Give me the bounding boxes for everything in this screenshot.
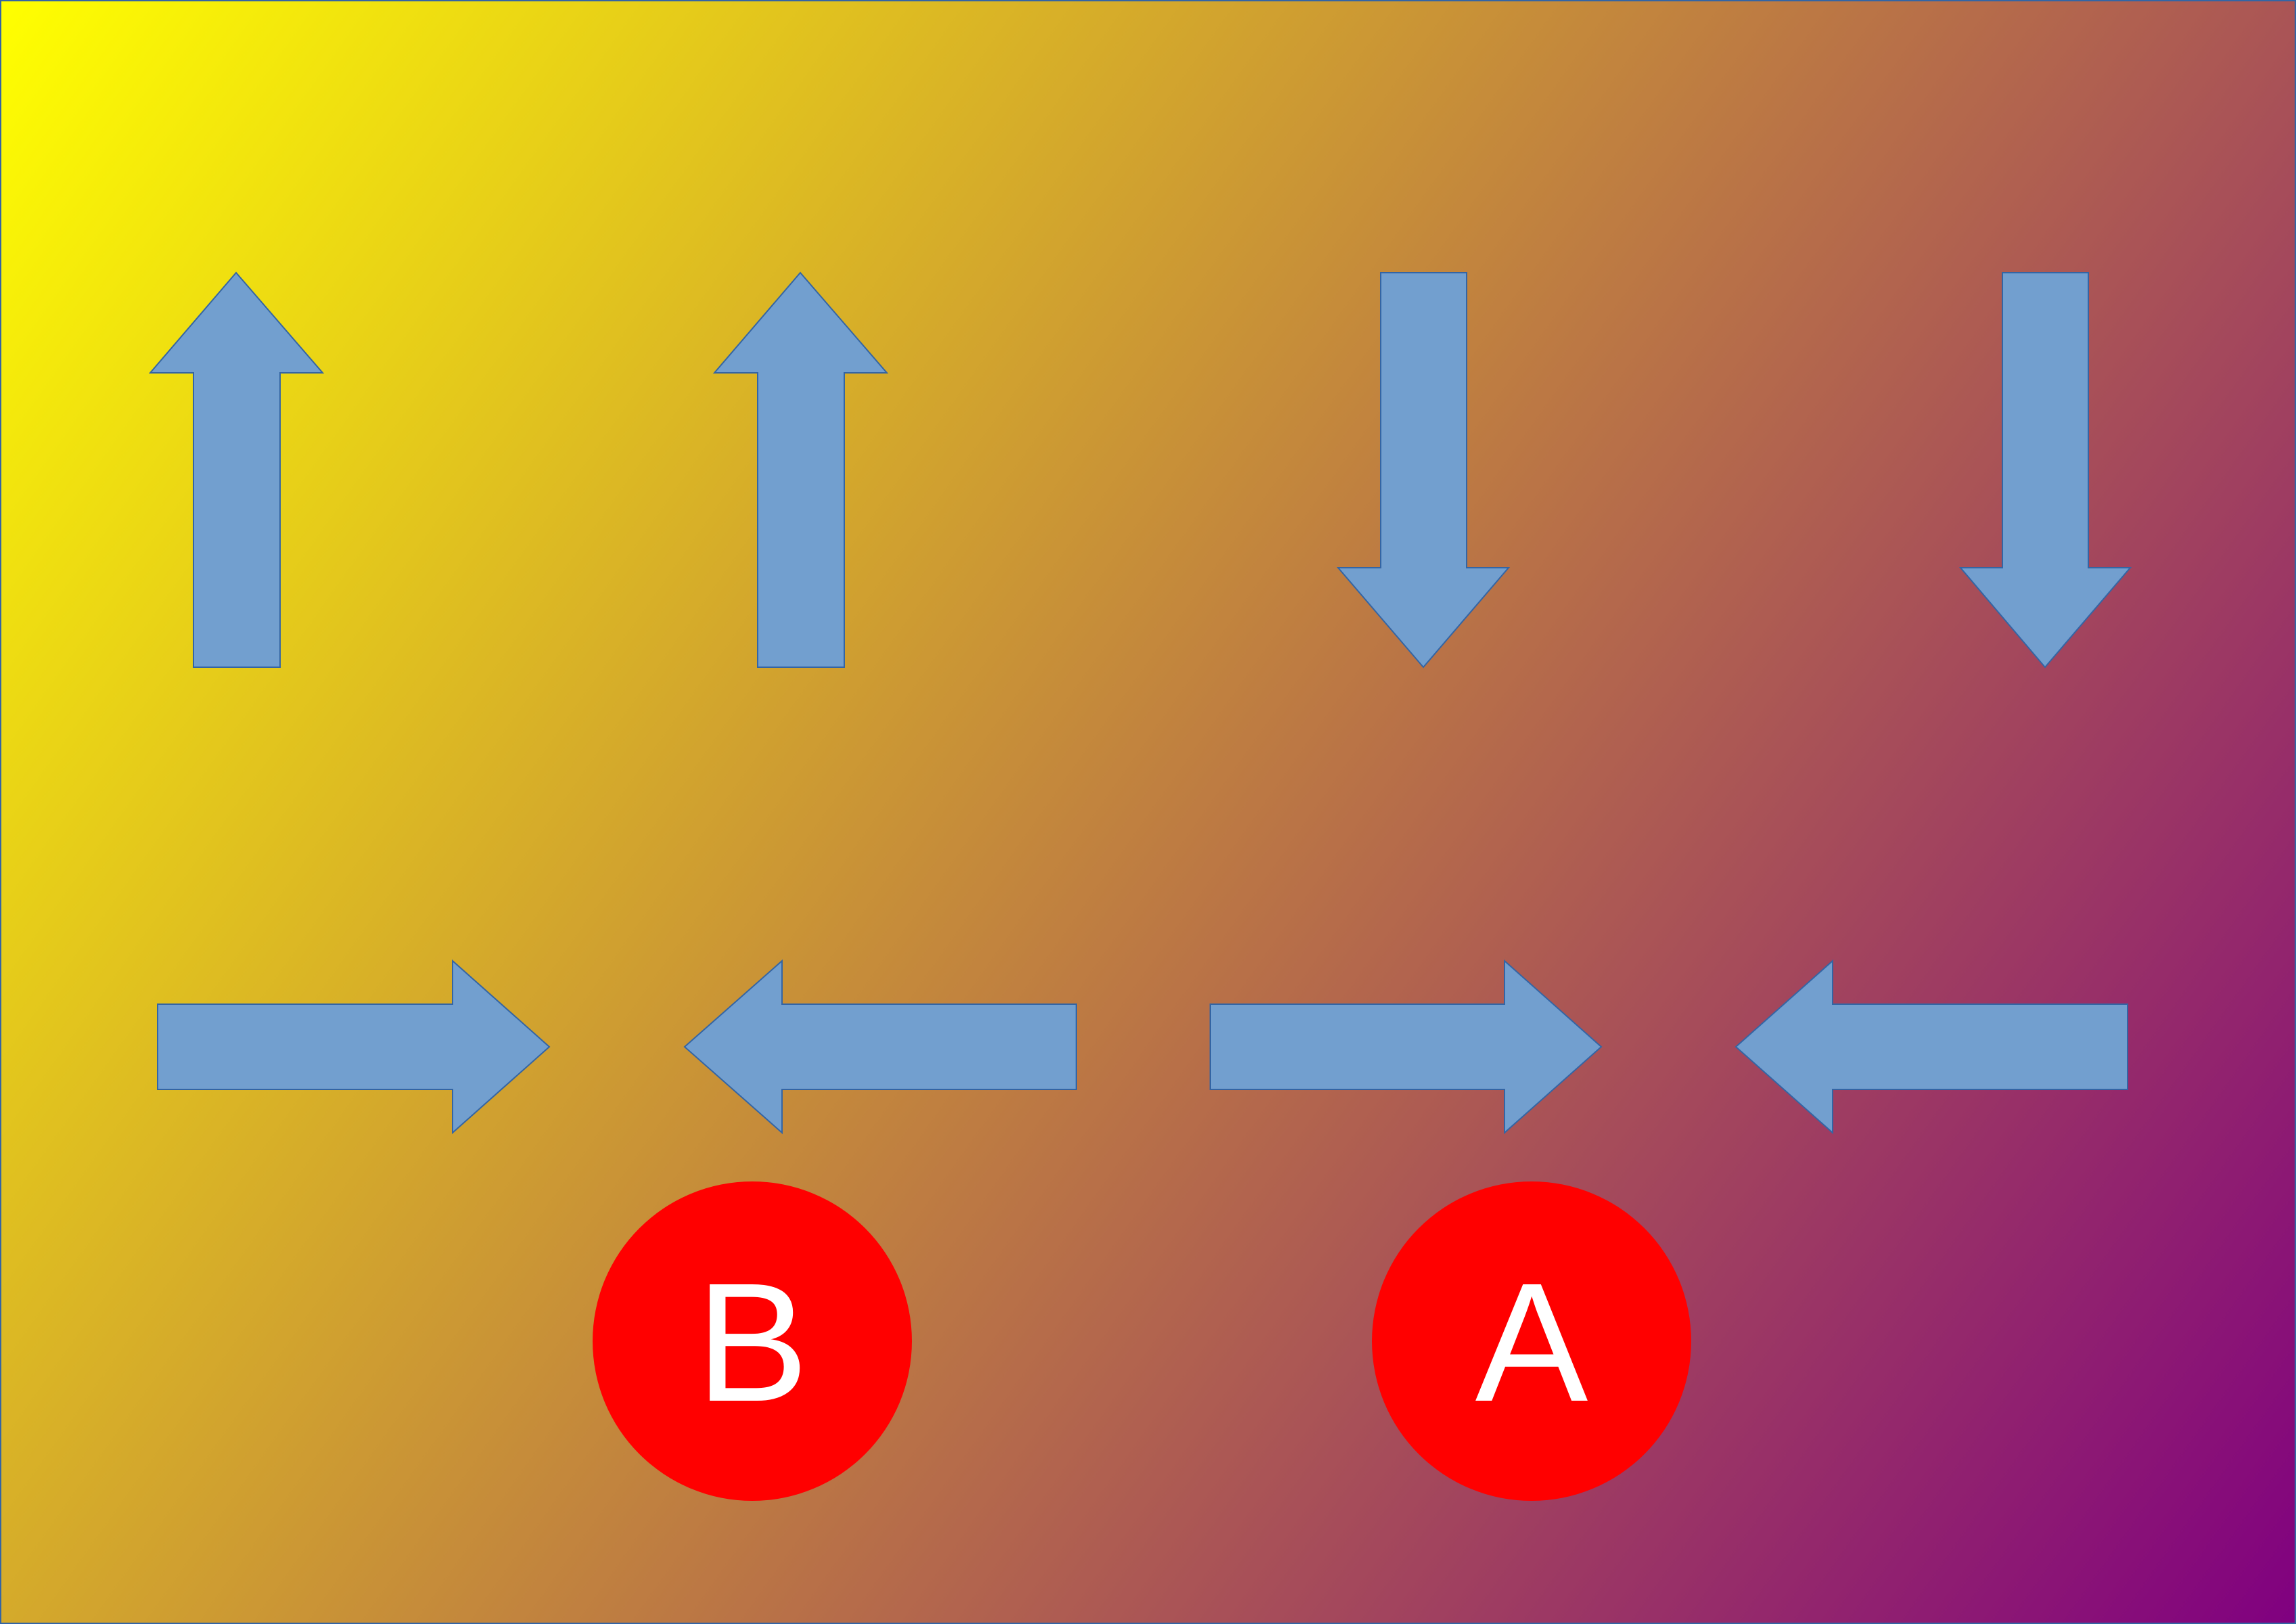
badge-a-label: A <box>1475 1248 1588 1437</box>
right-arrow-icon <box>1210 959 1603 1135</box>
up-arrow-icon <box>148 271 325 668</box>
left-arrow-icon <box>1735 959 2128 1135</box>
badge-a-circle <box>1372 1181 1691 1501</box>
left-arrow-icon <box>683 959 1077 1135</box>
badge-b-label: B <box>696 1248 809 1437</box>
down-arrow-icon <box>1958 272 2132 669</box>
badge-b-circle <box>593 1181 912 1501</box>
down-arrow-icon <box>1336 272 1511 669</box>
up-arrow-icon <box>712 271 889 668</box>
right-arrow-icon <box>157 959 551 1135</box>
